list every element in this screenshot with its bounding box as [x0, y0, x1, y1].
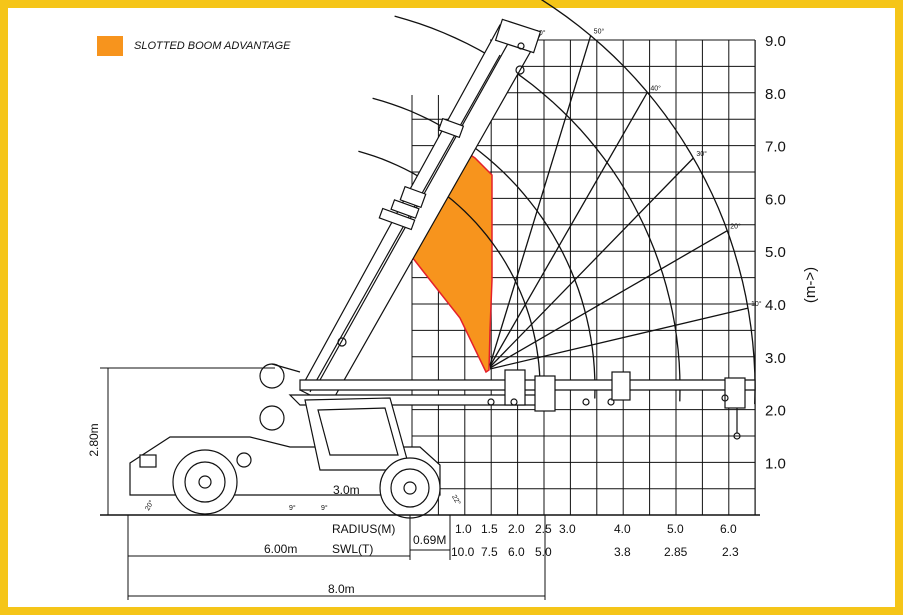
radius-value: 4.0 [614, 522, 631, 536]
radius-row-label: RADIUS(M) [332, 522, 395, 536]
height-tick-label: 9.0 [765, 33, 786, 50]
swl-row-label: SWL(T) [332, 542, 373, 556]
boom-angle-line [489, 307, 749, 370]
radius-value: 3.0 [559, 522, 576, 536]
boom-angle-label: 30° [696, 150, 707, 158]
swl-value: 2.3 [722, 545, 739, 559]
rear-approach-angle: 20° [143, 499, 155, 512]
height-tick-label: 2.0 [765, 403, 786, 420]
boom-angle-line [489, 35, 592, 366]
swl-value: 2.85 [664, 545, 688, 559]
boom-angle-label: 50° [594, 28, 605, 36]
swl-value: 3.8 [614, 545, 631, 559]
height-tick-label: 1.0 [765, 455, 786, 472]
swl-value: 7.5 [481, 545, 498, 559]
radius-value: 1.0 [455, 522, 472, 536]
legend-label: SLOTTED BOOM ADVANTAGE [134, 40, 291, 52]
overall-dimension: 8.0m [328, 582, 355, 596]
height-dimension: 2.80m [87, 423, 101, 456]
boom-angle-label: 20° [730, 223, 741, 231]
height-tick-label: 3.0 [765, 350, 786, 367]
radius-values: 1.0 1.5 2.0 2.5 3.0 4.0 5.0 6.0 [455, 522, 737, 536]
height-tick-label: 7.0 [765, 139, 786, 156]
height-tick-label: 8.0 [765, 86, 786, 103]
height-tick-label: 5.0 [765, 244, 786, 261]
swl-value: 6.0 [508, 545, 525, 559]
reach-arc [540, 0, 756, 405]
legend-swatch [97, 36, 123, 56]
boom-angle-label: 10° [751, 300, 762, 308]
height-tick-label: 4.0 [765, 297, 786, 314]
ground-clearance-label: 3.0m [333, 483, 360, 497]
rear-ramp-angle: 9° [289, 504, 296, 512]
height-tick-label: 6.0 [765, 191, 786, 208]
reach-arc [372, 97, 596, 399]
radius-value: 5.0 [667, 522, 684, 536]
front-ramp-angle: 9° [321, 504, 328, 512]
swl-values: 10.0 7.5 6.0 5.0 3.8 2.85 2.3 [451, 545, 739, 559]
reach-arc [394, 15, 681, 402]
wheelbase-dimension: 6.00m [264, 542, 297, 556]
height-axis-unit: (m->) [802, 267, 819, 303]
telehandler-machine [129, 18, 756, 519]
radius-value: 2.5 [535, 522, 552, 536]
swl-value: 10.0 [451, 545, 475, 559]
boom-angle-line [489, 91, 648, 367]
height-axis: 9.0 8.0 7.0 6.0 5.0 4.0 3.0 2.0 1.0 [765, 33, 786, 472]
radius-value: 2.0 [508, 522, 525, 536]
radius-value: 1.5 [481, 522, 498, 536]
boom-angle-label: 40° [650, 84, 661, 92]
dimension-lines [100, 367, 760, 600]
boom-angle-line [489, 230, 728, 369]
radius-value: 6.0 [720, 522, 737, 536]
front-approach-angle: 22° [450, 493, 462, 506]
boom-arcs [358, 0, 756, 405]
swl-value: 5.0 [535, 545, 552, 559]
offset-dimension: 0.69M [413, 533, 446, 547]
boom-angle-line [489, 157, 694, 368]
